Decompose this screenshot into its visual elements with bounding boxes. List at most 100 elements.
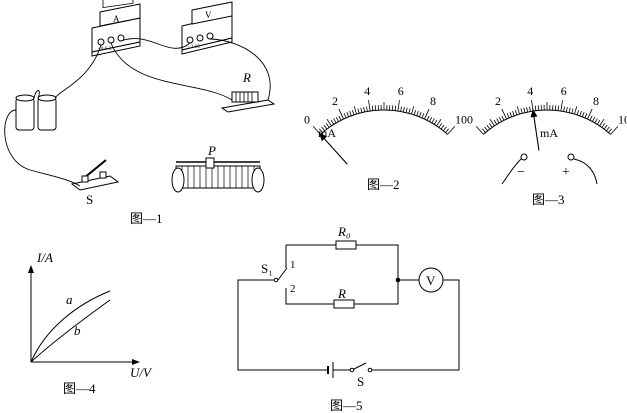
fig3-tick xyxy=(589,115,593,121)
fig3-tick xyxy=(486,124,491,130)
fig3-tick xyxy=(520,108,523,114)
figure-1-wires xyxy=(4,38,271,187)
fig3-tick xyxy=(523,107,526,113)
fig2-tick xyxy=(443,126,447,132)
fig2-tick xyxy=(321,126,325,132)
right-wire xyxy=(372,279,460,371)
fig3-tick xyxy=(581,112,585,117)
figure-5 xyxy=(237,240,460,378)
voltmeter-label: V xyxy=(426,273,436,288)
fig3-tick xyxy=(475,125,484,135)
fig2-tick xyxy=(371,105,374,111)
plus-terminal-label: + xyxy=(562,165,570,180)
fig3-tick xyxy=(596,119,601,125)
fig3-tick xyxy=(498,116,502,122)
voltmeter: V - 3 15 xyxy=(181,1,233,55)
fig3-tick xyxy=(579,110,582,116)
fig2-tick xyxy=(323,124,328,130)
r-branch-wire xyxy=(285,280,399,305)
fig3-tick xyxy=(574,106,578,115)
fig3-tick xyxy=(563,106,565,112)
fig2-tick xyxy=(343,113,347,119)
fig3-tick xyxy=(529,106,531,112)
r0-resistor xyxy=(335,240,357,250)
ammeter-dial-label: A xyxy=(113,14,120,24)
fig2-tick xyxy=(433,119,438,125)
r0-branch-wire xyxy=(286,244,399,280)
fig2-tick xyxy=(421,113,425,119)
fig2-tick xyxy=(402,107,405,113)
ammeter: A - 0.6 3 xyxy=(91,0,141,57)
fig3-scale-label: 4 xyxy=(527,84,533,98)
switch-s1-blade xyxy=(277,267,288,281)
fig3-tick xyxy=(493,119,498,125)
fig3-tick xyxy=(501,115,505,121)
fig2-tick xyxy=(408,108,411,114)
fig3-tick xyxy=(601,123,606,128)
fig3-tick xyxy=(534,105,537,111)
terminal-2-label: 2 xyxy=(290,283,296,295)
fig2-tick xyxy=(418,112,422,117)
minus-terminal-label: − xyxy=(517,165,525,180)
curve-a-label: a xyxy=(66,292,73,307)
fig3-tick xyxy=(514,110,518,116)
fig2-tick xyxy=(436,118,442,127)
figure-2-caption: 图—2 xyxy=(367,177,400,192)
fig3-tick xyxy=(599,118,605,127)
fig3-scale-label: 0 xyxy=(467,113,473,127)
figure-4-caption: 图—4 xyxy=(63,381,96,396)
fig2-tick xyxy=(413,110,417,116)
fig2-tick xyxy=(400,106,402,112)
switch-s-pivot xyxy=(349,367,355,373)
fig3-pointer-head xyxy=(530,109,538,118)
fig3-tick xyxy=(603,124,608,130)
fig2-tick xyxy=(333,118,337,124)
battery-pack xyxy=(15,94,57,131)
fig2-tick xyxy=(447,125,456,135)
curve-a xyxy=(30,290,111,363)
switch-s1-label: S₁ xyxy=(261,261,273,276)
fig3-tick xyxy=(488,123,493,128)
fig3-tick xyxy=(509,112,513,117)
rheostat: P xyxy=(171,143,265,193)
fig2-tick xyxy=(326,118,332,127)
fig2-tick xyxy=(394,105,397,111)
slider-label: P xyxy=(207,143,216,158)
fig2-tick xyxy=(335,116,339,122)
fig3-tick xyxy=(576,110,580,116)
fig2-tick xyxy=(429,116,433,122)
terminal-1-label: 1 xyxy=(290,259,296,271)
resistor-board: R xyxy=(220,70,276,113)
fig3-tick xyxy=(516,106,520,115)
fig3-tick xyxy=(587,108,593,120)
fig3-tick xyxy=(512,110,515,116)
fig2-scale-label: 10 xyxy=(455,113,467,127)
fig2-scale-label: 6 xyxy=(398,84,404,98)
figure-3-unit: mA xyxy=(540,126,558,140)
fig3-tick xyxy=(526,107,529,113)
fig2-tick xyxy=(416,110,419,116)
curve-b xyxy=(30,299,111,363)
fig3-tick xyxy=(496,118,500,124)
figure-5-caption: 图—5 xyxy=(330,398,363,413)
fig2-scale-label: 8 xyxy=(430,94,436,108)
figure-1: A - 0.6 3 V - 3 15 xyxy=(4,0,276,226)
fig2-tick xyxy=(338,108,344,120)
fig2-tick xyxy=(440,124,445,130)
fig2-tick xyxy=(438,123,443,128)
figure-1-caption: 图—1 xyxy=(130,211,163,226)
fig2-tick xyxy=(346,112,350,117)
fig2-pointer-head xyxy=(319,132,328,142)
fig3-tick xyxy=(565,107,568,113)
fig2-tick xyxy=(351,110,355,116)
figure-5-labels: R₀ R S₁ 1 2 V S 图—5 xyxy=(261,224,436,413)
fig2-tick xyxy=(325,123,330,128)
fig3-tick xyxy=(592,116,596,122)
fig2-tick xyxy=(368,100,371,112)
fig2-tick xyxy=(397,100,400,112)
fig2-tick xyxy=(318,128,323,133)
left-wire xyxy=(237,279,328,371)
fig3-tick xyxy=(489,118,495,127)
